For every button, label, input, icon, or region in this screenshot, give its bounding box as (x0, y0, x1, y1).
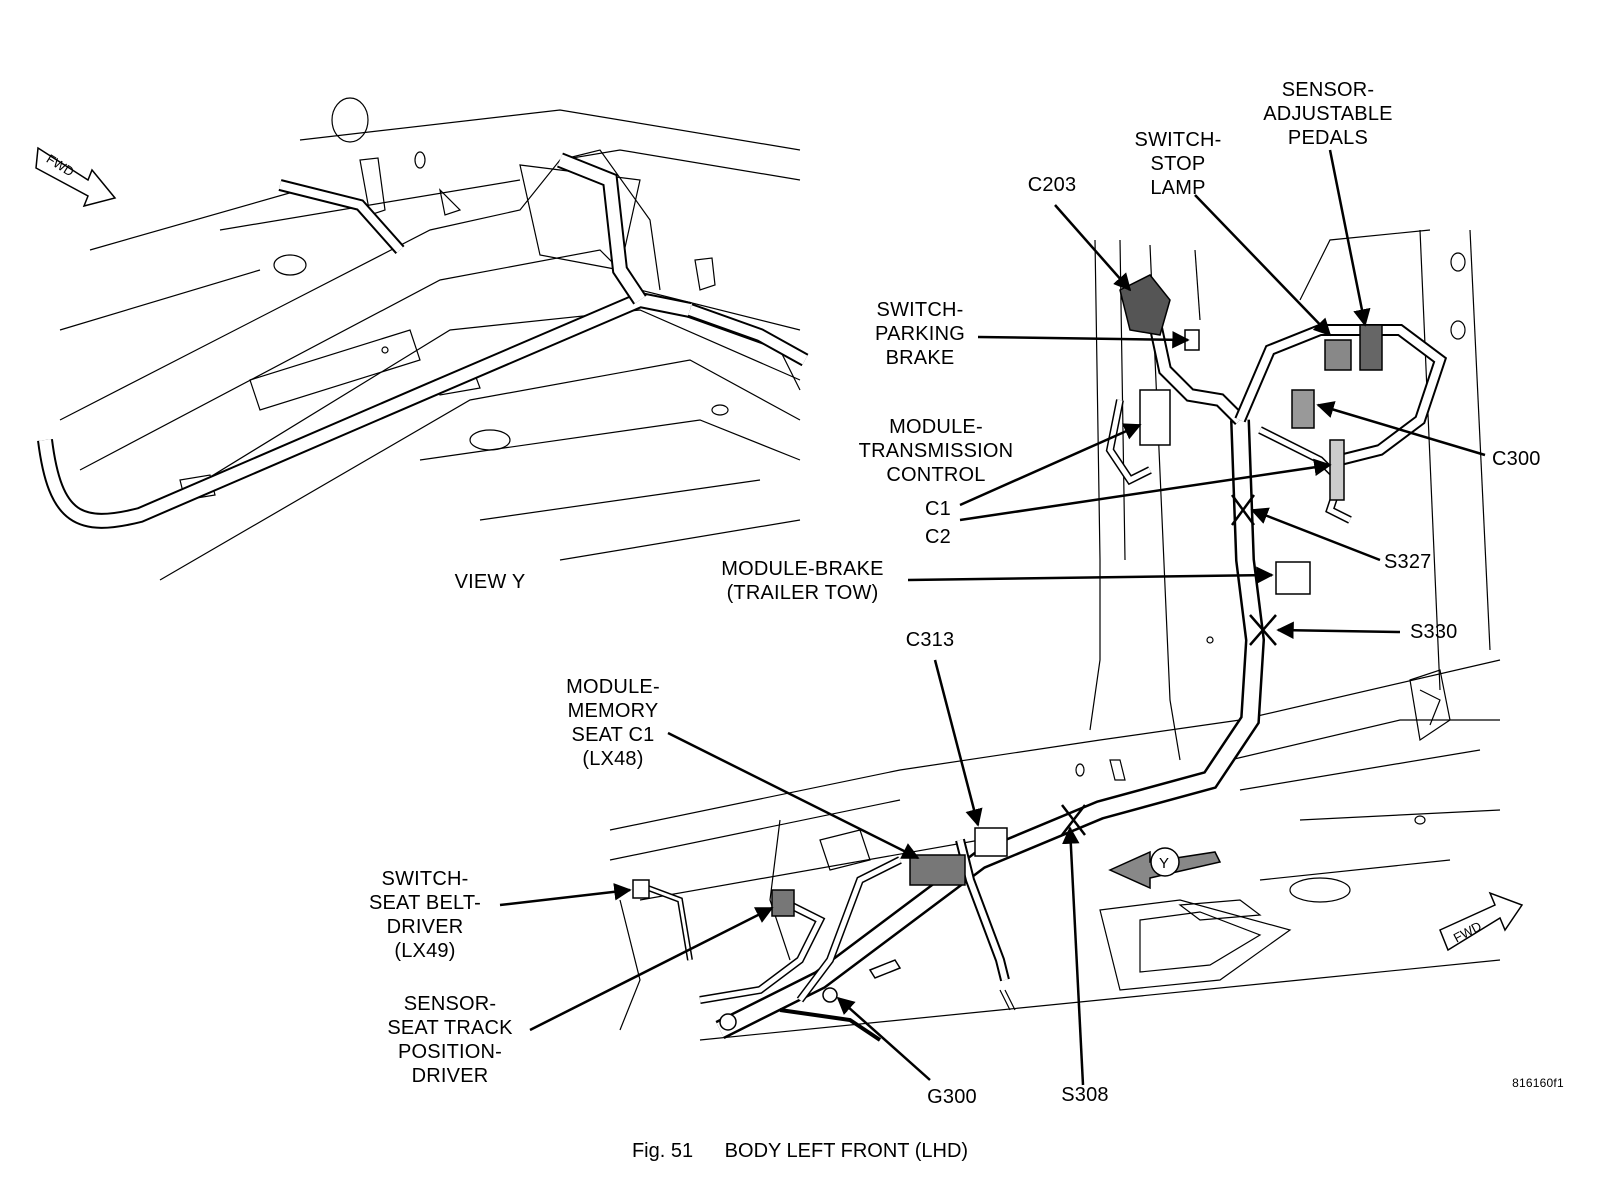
stop-lamp-switch-icon (1324, 339, 1352, 371)
label-module-transmission-control: MODULE- TRANSMISSION CONTROL (858, 416, 1014, 486)
main-body-structure (609, 229, 1501, 1041)
g300-ground-icon (822, 987, 838, 1003)
label-c300: C300 (1492, 448, 1541, 470)
c2-connector-icon (1329, 439, 1345, 501)
fwd-arrow-icon-bottom (1439, 891, 1524, 952)
seat-track-sensor-icon (771, 889, 795, 917)
y-marker-text: Y (1159, 855, 1169, 872)
bolt-icon (868, 959, 902, 979)
trailer-brake-module-icon (1275, 561, 1311, 595)
memory-seat-module-icon (909, 854, 966, 886)
main-components (632, 274, 1383, 1031)
label-g300: G300 (927, 1086, 977, 1108)
label-switch-parking-brake: SWITCH- PARKING BRAKE (875, 299, 965, 369)
label-switch-stop-lamp: SWITCH- STOP LAMP (1134, 129, 1222, 199)
tcm-module-icon (1139, 389, 1171, 446)
nut-icon (719, 1013, 737, 1031)
label-s308: S308 (1061, 1084, 1109, 1106)
label-c203: C203 (1027, 174, 1077, 196)
view-y-inset (59, 97, 801, 581)
seat-belt-switch-icon (632, 879, 650, 899)
c203-connector-icon (1119, 274, 1171, 336)
label-c1: C1 (925, 498, 951, 520)
label-module-brake: MODULE-BRAKE (TRAILER TOW) (721, 558, 884, 604)
view-y-harness (37, 152, 809, 529)
main-harness (638, 298, 1448, 1042)
label-c2: C2 (925, 526, 951, 548)
c313-connector-icon (974, 827, 1008, 857)
splice-marks (1061, 494, 1277, 836)
label-sensor-adjustable-pedals: SENSOR- ADJUSTABLE PEDALS (1263, 79, 1393, 149)
leader-lines (499, 149, 1486, 1086)
adjustable-pedal-sensor-icon (1359, 324, 1383, 371)
figure-number: Fig. 51 (631, 1140, 694, 1162)
s330-splice-icon (1249, 614, 1277, 646)
view-y-direction-icon (1108, 847, 1222, 890)
label-s330: S330 (1410, 621, 1458, 643)
fwd-arrow-icon-top (35, 146, 117, 208)
label-s327: S327 (1384, 551, 1432, 573)
label-switch-seat-belt: SWITCH- SEAT BELT- DRIVER (LX49) (368, 868, 482, 962)
view-y-label: VIEW Y (454, 571, 526, 593)
s327-splice-icon (1230, 494, 1256, 526)
label-module-memory-seat: MODULE- MEMORY SEAT C1 (LX48) (566, 676, 660, 770)
c300-connector-icon (1291, 389, 1315, 429)
label-sensor-seat-track: SENSOR- SEAT TRACK POSITION- DRIVER (387, 993, 513, 1087)
drawing-number: 816160f1 (1512, 1076, 1564, 1090)
figure-caption: Fig. 51 BODY LEFT FRONT (LHD) (0, 1140, 1600, 1163)
label-c313: C313 (905, 629, 955, 651)
figure-title: BODY LEFT FRONT (LHD) (724, 1140, 969, 1162)
